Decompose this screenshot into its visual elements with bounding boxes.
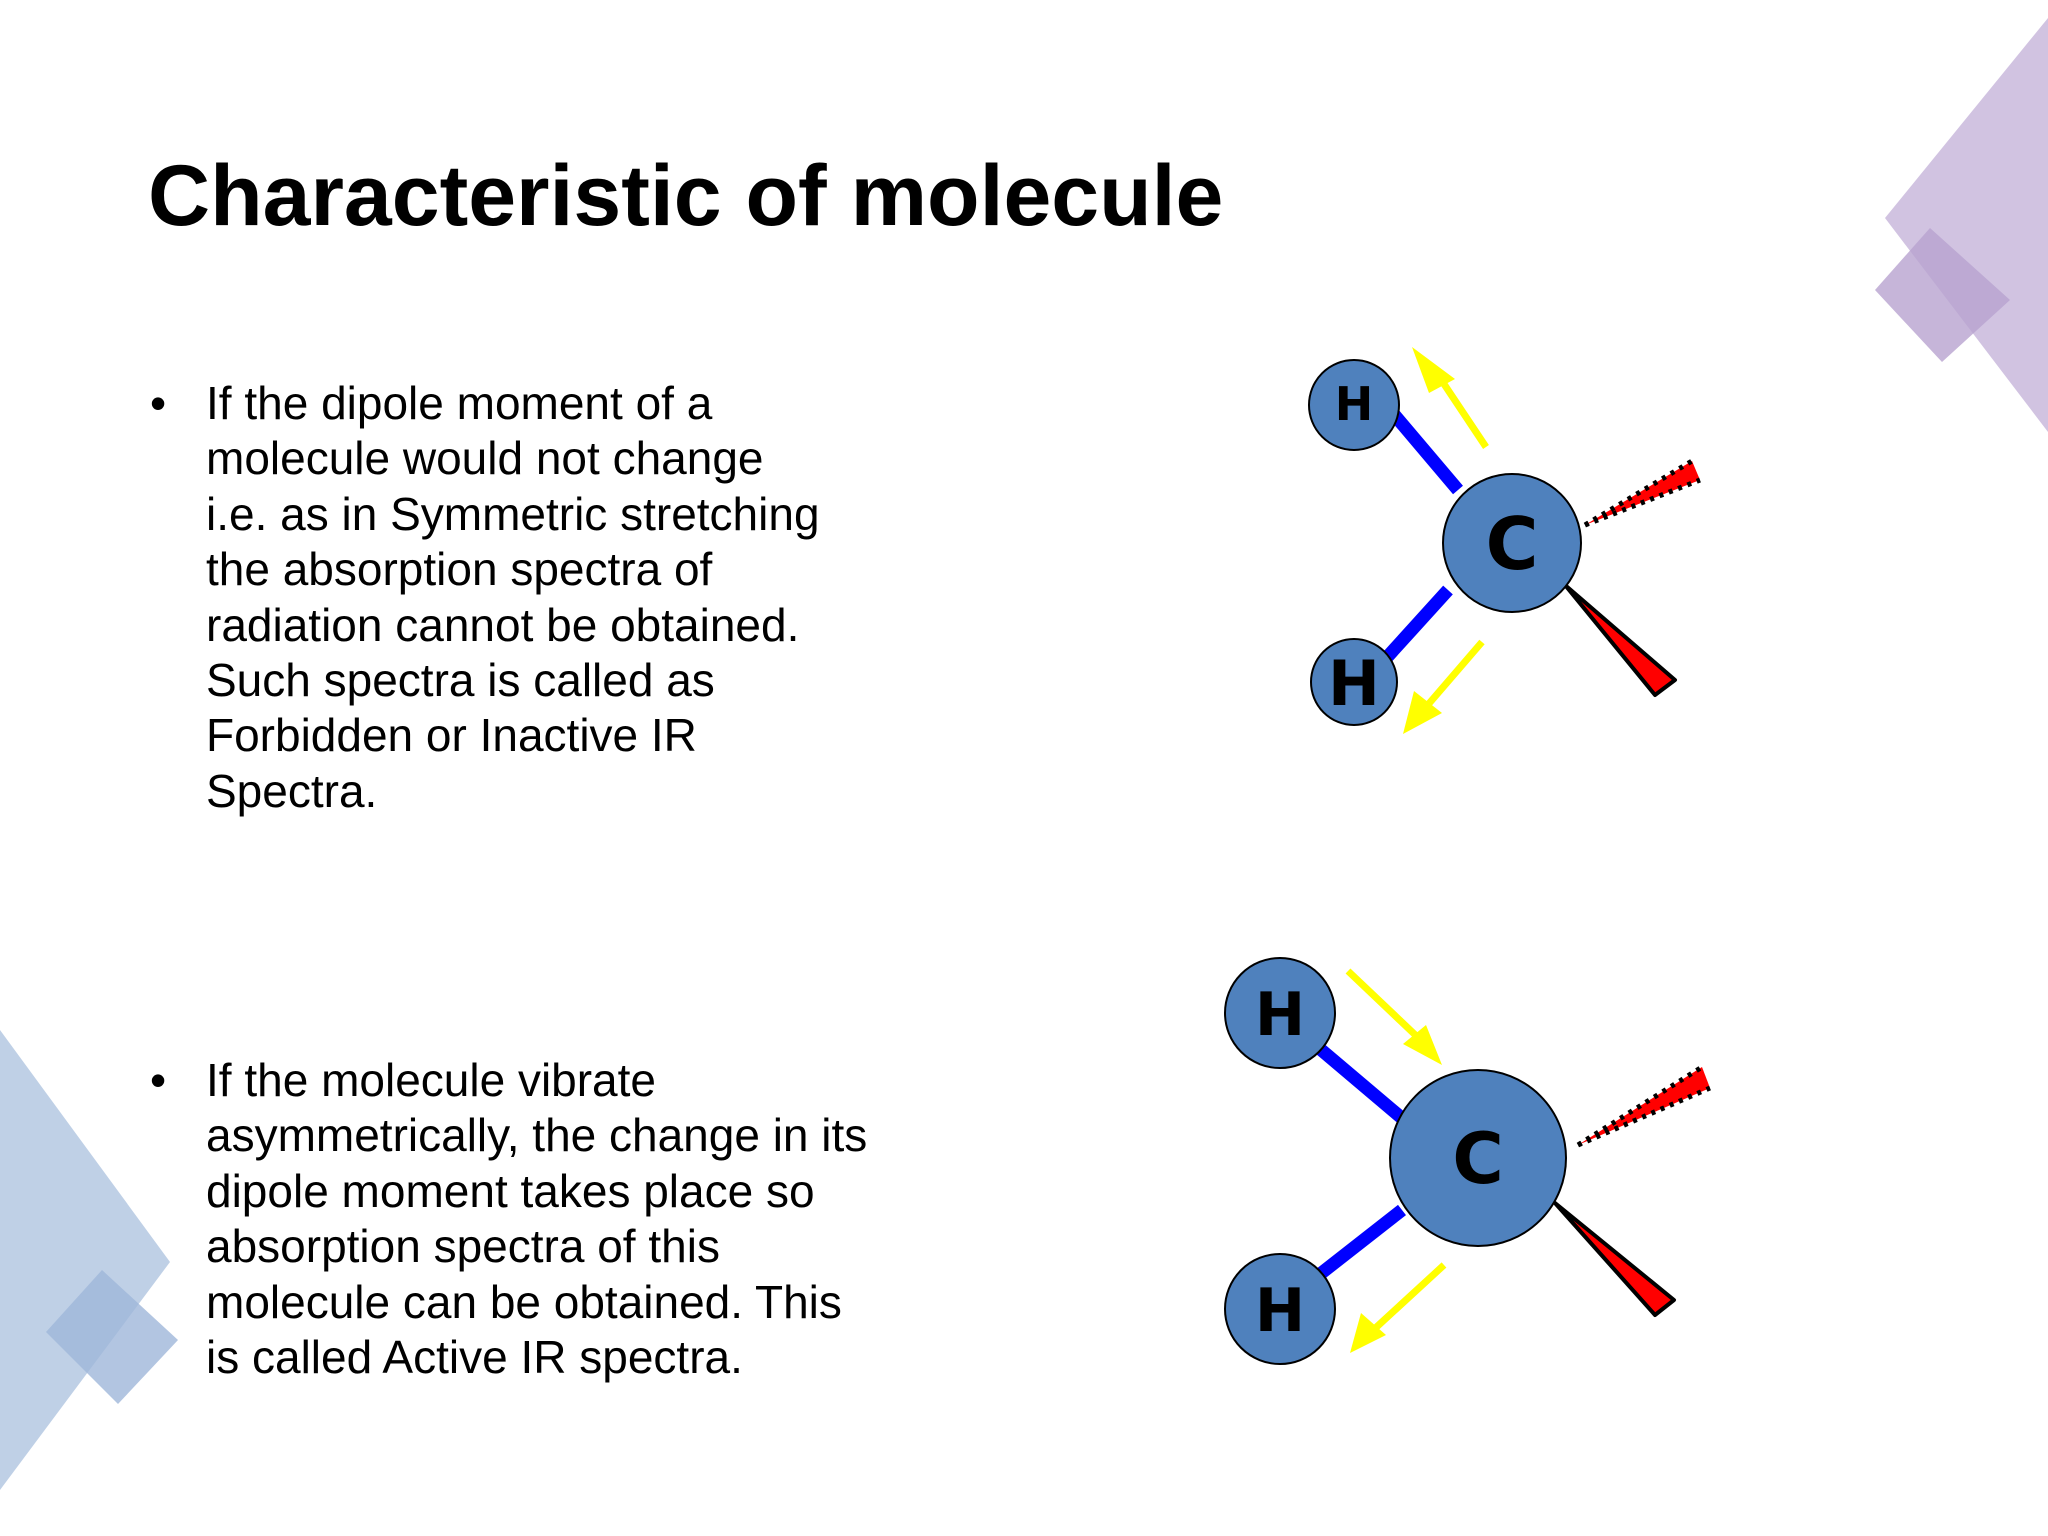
carbon-atom — [1442, 473, 1582, 613]
hydrogen-label-bottom: H — [1328, 647, 1380, 720]
hydrogen-atom-bottom — [1224, 1253, 1336, 1365]
hydrogen-label-top: H — [1255, 980, 1305, 1050]
deco-purple-large — [1885, 18, 2048, 432]
solid-wedge-bond — [1553, 1201, 1676, 1317]
bond-bottom — [1305, 1204, 1407, 1288]
solid-wedge-bond — [1563, 583, 1677, 697]
bond-top — [1381, 400, 1463, 495]
hydrogen-label-top: H — [1335, 377, 1374, 431]
hydrogen-atom-top — [1308, 359, 1400, 451]
bond-bottom — [1375, 585, 1453, 670]
deco-blue-small — [46, 1270, 178, 1404]
hydrogen-atom-top — [1224, 957, 1336, 1069]
deco-blue-large — [0, 1030, 170, 1490]
bullet-marker: • — [150, 1054, 167, 1106]
arrow-bottom-outward — [1350, 1262, 1447, 1353]
bullet-text: If the dipole moment of a molecule would… — [206, 377, 820, 817]
carbon-atom — [1389, 1069, 1567, 1247]
bullet-marker: • — [150, 377, 167, 429]
arrow-top-outward — [1412, 347, 1489, 449]
bullet-symmetric-stretching: • If the dipole moment of a molecule wou… — [150, 376, 970, 819]
slide-title: Characteristic of molecule — [148, 148, 1224, 244]
dashed-wedge-bond — [1583, 458, 1701, 528]
hydrogen-label-bottom: H — [1255, 1276, 1305, 1346]
symmetric-stretch-diagram: H H C — [1308, 347, 1701, 734]
carbon-label: C — [1452, 1118, 1503, 1200]
bullet-asymmetric-stretching: • If the molecule vibrate asymmetrically… — [150, 1053, 970, 1385]
dashed-wedge-bond — [1576, 1064, 1711, 1148]
bullet-text: If the molecule vibrate asymmetrically, … — [206, 1054, 868, 1384]
carbon-label: C — [1486, 502, 1539, 586]
hydrogen-atom-bottom — [1310, 638, 1398, 726]
deco-purple-small — [1875, 228, 2010, 362]
arrow-top-inward — [1345, 968, 1442, 1065]
asymmetric-stretch-diagram: H H C — [1224, 957, 1711, 1365]
arrow-bottom-outward — [1403, 639, 1485, 734]
